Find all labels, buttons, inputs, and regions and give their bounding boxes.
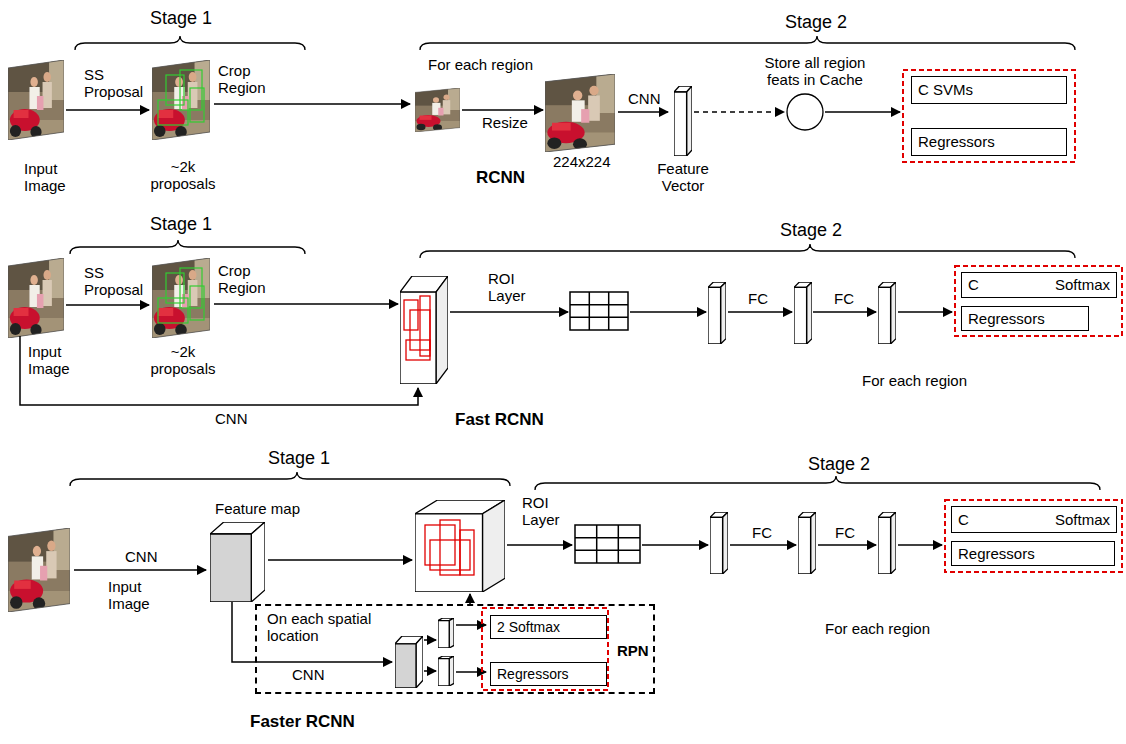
- image-label: Input Image: [24, 160, 76, 195]
- image-label: Input Image: [28, 343, 80, 378]
- image-label: ~2k proposals: [144, 158, 222, 193]
- note-label: For each region: [825, 620, 930, 637]
- step-label: ROI Layer: [488, 270, 536, 305]
- output-box: Regressors: [911, 128, 1067, 156]
- box-text: Regressors: [968, 310, 1045, 327]
- stage-label: Stage 1: [268, 448, 330, 469]
- box-text: C: [958, 511, 969, 528]
- stage-label: Stage 1: [150, 8, 212, 29]
- image-label: ~2k proposals: [144, 343, 222, 378]
- box-text: Regressors: [918, 133, 995, 150]
- size-label: 224x224: [553, 153, 611, 170]
- step-label: FC: [835, 524, 855, 541]
- stage-label: Stage 2: [808, 454, 870, 475]
- output-box: Regressors: [961, 306, 1089, 331]
- output-box: C Softmax: [951, 506, 1117, 533]
- region-note: On each spatial location: [267, 610, 389, 645]
- stage-label: Stage 2: [785, 12, 847, 33]
- step-label: Resize: [482, 114, 528, 131]
- note-label: For each region: [862, 372, 967, 389]
- box-text: Regressors: [958, 545, 1035, 562]
- note-label: For each region: [428, 56, 533, 73]
- output-box: 2 Softmax: [490, 615, 607, 639]
- output-box: C Softmax: [961, 272, 1117, 298]
- step-label: ROI Layer: [522, 494, 570, 529]
- rpn-region: On each spatial locationRPN 2 SoftmaxRegr…: [255, 604, 655, 694]
- output-box: Regressors: [951, 541, 1115, 566]
- image-label: Feature map: [215, 500, 300, 517]
- step-label: CNN: [215, 410, 248, 427]
- image-label: Feature Vector: [652, 160, 714, 195]
- step-label: SS Proposal: [84, 264, 146, 299]
- box-text: C SVMs: [918, 81, 973, 98]
- title-label: Faster RCNN: [250, 712, 355, 732]
- step-label: FC: [752, 524, 772, 541]
- box-text: C: [968, 276, 979, 293]
- output-box: C SVMs: [911, 76, 1067, 104]
- step-label: CNN: [292, 666, 325, 683]
- output-box: Regressors: [490, 662, 607, 686]
- step-label: CNN: [125, 548, 158, 565]
- step-label: FC: [834, 290, 854, 307]
- image-label: Input Image: [108, 578, 160, 613]
- step-label: CNN: [628, 90, 661, 107]
- title-label: Fast RCNN: [455, 410, 544, 430]
- step-label: SS Proposal: [84, 66, 146, 101]
- title-label: RCNN: [476, 168, 525, 188]
- stage-label: Stage 1: [150, 214, 212, 235]
- step-label: FC: [748, 290, 768, 307]
- step-label: Crop Region: [218, 262, 274, 297]
- note-label: Store all region feats in Cache: [750, 54, 880, 89]
- step-label: Crop Region: [218, 62, 274, 97]
- box-text: Softmax: [1055, 276, 1110, 293]
- box-text: 2 Softmax: [497, 619, 560, 635]
- region-title: RPN: [617, 642, 649, 659]
- box-text: Softmax: [1055, 511, 1110, 528]
- box-text: Regressors: [497, 666, 569, 682]
- stage-label: Stage 2: [780, 220, 842, 241]
